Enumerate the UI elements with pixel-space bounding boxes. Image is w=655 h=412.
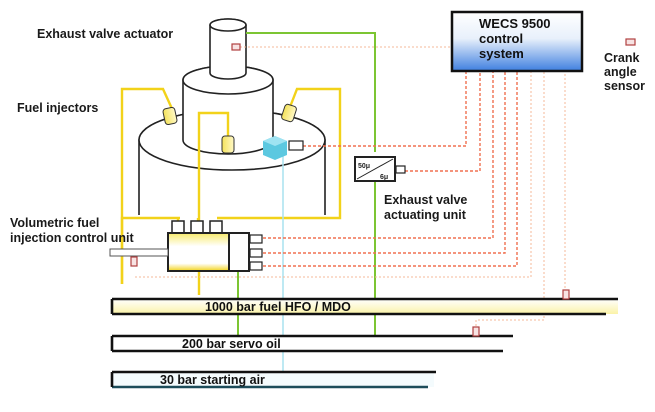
label-exhaust-actuating-line1: Exhaust valve <box>384 193 467 207</box>
rail-starting-air: 30 bar starting air <box>110 370 436 389</box>
label-fuel-injectors: Fuel injectors <box>17 101 98 115</box>
label-crank-line3: sensor <box>604 79 645 93</box>
starting-air-valve <box>263 136 287 160</box>
wecs-control-system: WECS 9500 control system <box>450 10 584 73</box>
label-volumetric-line1: Volumetric fuel <box>10 216 99 230</box>
wecs-line3: system <box>479 46 524 61</box>
pressure-sensor-icon <box>472 326 480 337</box>
label-exhaust-valve-actuator: Exhaust valve actuator <box>37 27 173 41</box>
rail-fuel: 1000 bar fuel HFO / MDO <box>110 289 618 316</box>
wecs-title: WECS 9500 <box>479 16 551 31</box>
label-volumetric-line2: injection control unit <box>10 231 134 245</box>
fuel-injector <box>281 103 297 123</box>
rail-servo-oil: 200 bar servo oil <box>110 326 515 353</box>
glyph-bottom: 6μ <box>380 174 388 181</box>
rail-label: 30 bar starting air <box>160 373 265 387</box>
pressure-sensor-icon <box>562 289 570 300</box>
rail-label: 200 bar servo oil <box>182 337 281 351</box>
label-crank-line2: angle <box>604 65 637 79</box>
control-signal-lines <box>135 46 566 330</box>
fuel-injector <box>162 106 178 126</box>
glyph-top: 50μ <box>358 163 370 170</box>
exhaust-valve-actuating-unit: 50μ 6μ <box>354 156 406 182</box>
label-exhaust-actuating-line2: actuating unit <box>384 208 467 222</box>
volumetric-fuel-injection-unit <box>109 220 263 272</box>
sensor-icon <box>231 43 241 51</box>
connector <box>288 140 304 151</box>
label-crank-line1: Crank <box>604 51 639 65</box>
wecs-line2: control <box>479 31 523 46</box>
rail-label: 1000 bar fuel HFO / MDO <box>205 300 351 314</box>
engine-cylinder <box>138 18 326 215</box>
fuel-injectors <box>162 103 297 154</box>
fuel-injector <box>221 135 235 154</box>
crank-sensor-icon <box>625 38 636 46</box>
